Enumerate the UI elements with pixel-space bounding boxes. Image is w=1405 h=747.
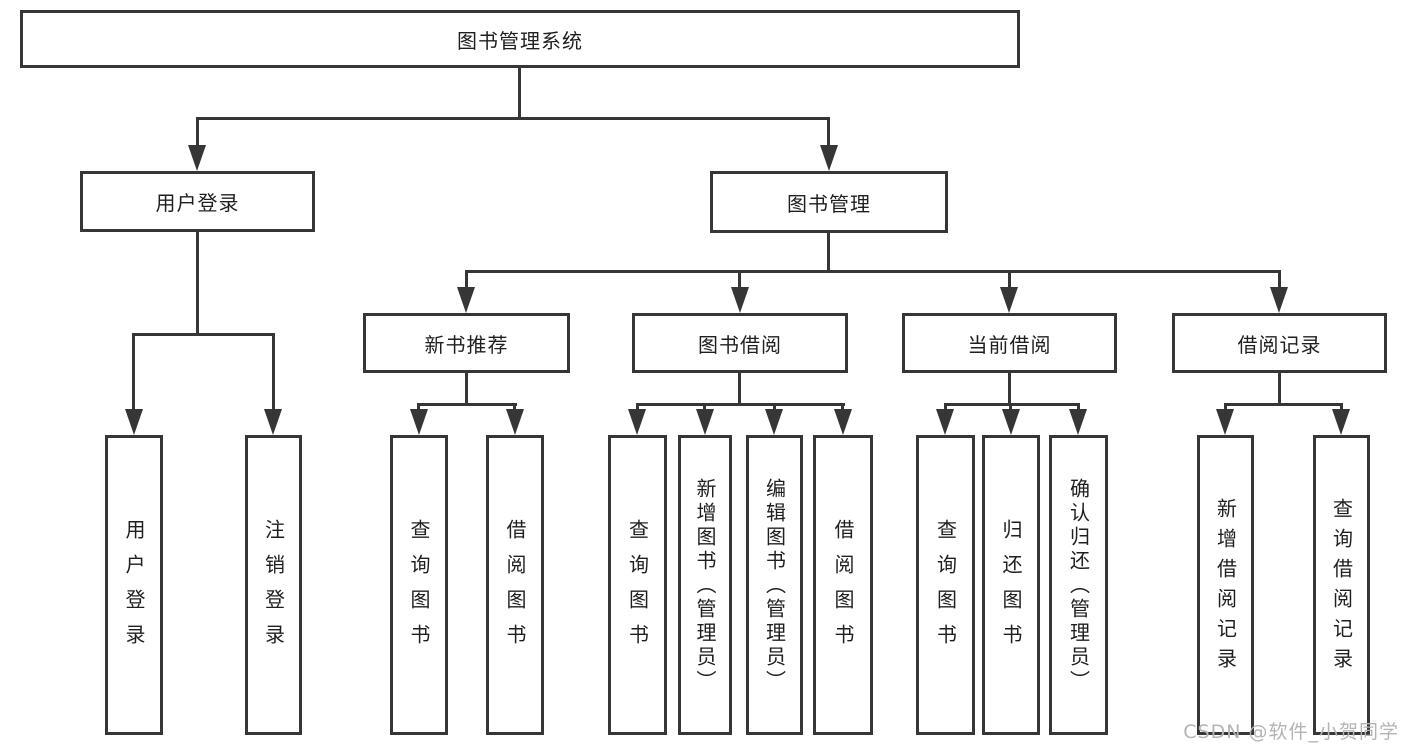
arrow-to-leaf-query-books-1 bbox=[410, 409, 428, 435]
node-current-borrowing-label: 当前借阅 bbox=[967, 332, 1052, 357]
connector-drop bbox=[1224, 403, 1227, 411]
leaf-borrow-books-1-label: 借阅图书 bbox=[503, 519, 527, 659]
leaf-user-login-label: 用户登录 bbox=[122, 519, 146, 659]
leaf-add-borrow-record-label: 新增借阅记录 bbox=[1213, 497, 1238, 678]
arrow-to-leaf-borrow-books-1 bbox=[506, 409, 524, 435]
node-book-borrowing-label: 图书借阅 bbox=[698, 332, 782, 357]
node-book-management-label: 图书管理 bbox=[787, 191, 871, 216]
leaf-query-borrow-record: 查询借阅记录 bbox=[1313, 435, 1370, 735]
leaf-edit-books-admin: 编辑图书（管理员） bbox=[746, 435, 803, 735]
leaf-query-books-1-label: 查询图书 bbox=[407, 519, 431, 659]
leaf-confirm-return-admin: 确认归还（管理员） bbox=[1049, 435, 1108, 735]
arrow-to-new-book-rec bbox=[457, 287, 475, 313]
connector-drop bbox=[1077, 403, 1080, 411]
node-user-login: 用户登录 bbox=[80, 171, 315, 232]
connector-drop bbox=[841, 403, 844, 411]
arrow-to-book-borrow bbox=[731, 287, 749, 313]
node-library-system: 图书管理系统 bbox=[20, 10, 1020, 68]
leaf-add-books-admin: 新增图书（管理员） bbox=[678, 435, 732, 735]
arrow-to-leaf-logout bbox=[264, 409, 282, 435]
leaf-borrow-books-2-label: 借阅图书 bbox=[831, 519, 855, 659]
leaf-logout-login-label: 注销登录 bbox=[261, 519, 286, 659]
arrow-to-user-login bbox=[188, 145, 206, 171]
leaf-add-books-admin-label: 新增图书（管理员） bbox=[693, 478, 717, 694]
connector-drop bbox=[1340, 403, 1343, 411]
connector-borrow-records-bar bbox=[1224, 403, 1343, 406]
leaf-query-books-2-label: 查询图书 bbox=[625, 519, 650, 659]
arrow-to-leaf-query-books-3 bbox=[936, 409, 954, 435]
leaf-edit-books-admin-label: 编辑图书（管理员） bbox=[762, 478, 787, 694]
node-book-borrowing: 图书借阅 bbox=[632, 313, 848, 373]
leaf-return-books-label: 归还图书 bbox=[999, 519, 1023, 659]
leaf-logout-login: 注销登录 bbox=[245, 435, 302, 735]
connector-drop bbox=[636, 403, 639, 411]
connector-book-borrow-bar bbox=[636, 403, 845, 406]
csdn-watermark: CSDN @软件_小贺同学 bbox=[1183, 721, 1399, 743]
arrow-to-leaf-add-books bbox=[696, 409, 714, 435]
arrow-to-borrow-records bbox=[1270, 287, 1288, 313]
arrow-to-leaf-confirm-return bbox=[1069, 409, 1087, 435]
leaf-user-login: 用户登录 bbox=[105, 435, 163, 735]
node-borrowing-records: 借阅记录 bbox=[1172, 313, 1387, 373]
connector-drop bbox=[417, 403, 420, 411]
connector-current-borrow-stem bbox=[1008, 371, 1011, 405]
arrow-to-leaf-query-borrow-record bbox=[1332, 409, 1350, 435]
connector-current-borrow-drop bbox=[1008, 270, 1011, 289]
node-new-book-recommend-label: 新书推荐 bbox=[424, 332, 509, 357]
node-library-system-label: 图书管理系统 bbox=[457, 28, 583, 53]
connector-book-borrow-stem bbox=[738, 371, 741, 405]
leaf-return-books: 归还图书 bbox=[982, 435, 1040, 735]
connector-root-stem bbox=[518, 66, 521, 119]
connector-drop bbox=[1009, 403, 1012, 411]
connector-new-book-stem bbox=[465, 371, 468, 405]
leaf-query-books-3: 查询图书 bbox=[916, 435, 975, 735]
connector-user-login-bar bbox=[132, 333, 275, 336]
leaf-confirm-return-admin-label: 确认归还（管理员） bbox=[1066, 478, 1091, 694]
arrow-to-leaf-user-login bbox=[125, 409, 143, 435]
connector-book-mgmt-drop bbox=[827, 117, 830, 148]
connector-user-login-stem bbox=[196, 230, 199, 336]
connector-drop bbox=[773, 403, 776, 411]
connector-new-book-bar bbox=[417, 403, 517, 406]
node-current-borrowing: 当前借阅 bbox=[902, 313, 1117, 373]
leaf-query-books-3-label: 查询图书 bbox=[933, 519, 958, 659]
leaf-query-books-2: 查询图书 bbox=[608, 435, 667, 735]
arrow-to-leaf-borrow-books-2 bbox=[834, 409, 852, 435]
connector-drop bbox=[703, 403, 706, 411]
connector-leaf-user-login-drop bbox=[132, 333, 135, 411]
connector-drop bbox=[944, 403, 947, 411]
connector-book-borrow-drop bbox=[738, 270, 741, 289]
connector-level3-bar bbox=[465, 270, 1281, 273]
node-book-management: 图书管理 bbox=[710, 171, 948, 233]
connector-borrow-records-stem bbox=[1278, 371, 1281, 405]
leaf-query-borrow-record-label: 查询借阅记录 bbox=[1329, 497, 1354, 678]
leaf-query-books-1: 查询图书 bbox=[390, 435, 448, 735]
node-user-login-label: 用户登录 bbox=[155, 191, 240, 215]
node-borrowing-records-label: 借阅记录 bbox=[1237, 332, 1322, 357]
connector-new-book-drop bbox=[465, 270, 468, 289]
connector-current-borrow-bar bbox=[944, 403, 1080, 406]
connector-drop bbox=[513, 403, 516, 411]
leaf-add-borrow-record: 新增借阅记录 bbox=[1197, 435, 1254, 735]
connector-user-login-drop bbox=[196, 117, 199, 148]
connector-level2-bar bbox=[196, 117, 830, 120]
leaf-borrow-books-1: 借阅图书 bbox=[486, 435, 544, 735]
connector-leaf-logout-drop bbox=[272, 333, 275, 411]
connector-book-mgmt-stem bbox=[827, 231, 830, 272]
arrow-to-leaf-return-books bbox=[1002, 409, 1020, 435]
arrow-to-book-mgmt bbox=[820, 145, 838, 171]
arrow-to-leaf-query-books-2 bbox=[628, 409, 646, 435]
arrow-to-current-borrow bbox=[1000, 287, 1018, 313]
connector-borrow-records-drop bbox=[1278, 270, 1281, 289]
node-new-book-recommend: 新书推荐 bbox=[363, 313, 570, 373]
arrow-to-leaf-edit-books bbox=[765, 409, 783, 435]
leaf-borrow-books-2: 借阅图书 bbox=[813, 435, 873, 735]
arrow-to-leaf-add-borrow-record bbox=[1216, 409, 1234, 435]
